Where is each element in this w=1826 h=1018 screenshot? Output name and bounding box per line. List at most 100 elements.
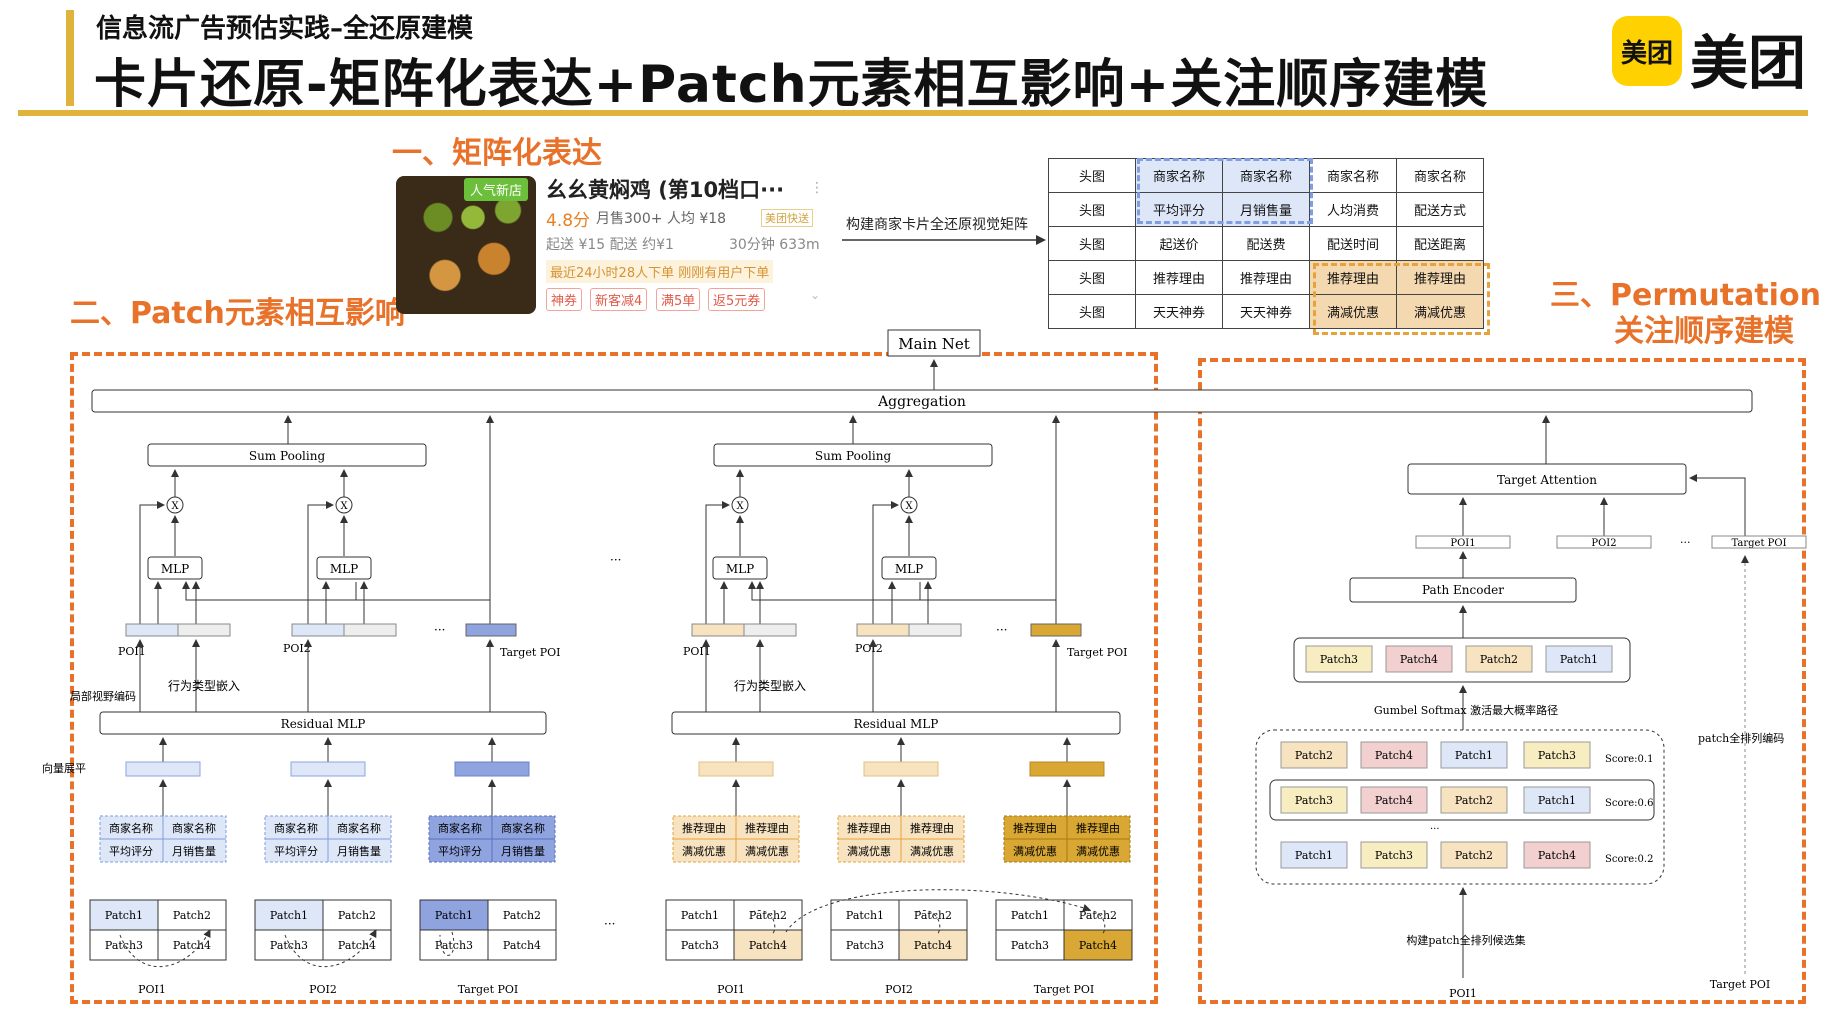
patch-cell: Patch4 bbox=[1538, 849, 1576, 862]
patch-cell: Patch2 bbox=[1079, 909, 1117, 922]
multiply-icon bbox=[335, 496, 353, 514]
patch-cell: Patch2 bbox=[503, 909, 541, 922]
mini-cell: 商家名称 bbox=[274, 821, 318, 835]
patch-cell: Patch1 bbox=[846, 909, 884, 922]
target-poi-label: Target POI bbox=[1034, 983, 1095, 996]
patch-cell: Patch2 bbox=[173, 909, 211, 922]
patch-cell: Patch2 bbox=[1455, 849, 1493, 862]
patch-cell: Patch1 bbox=[1011, 909, 1049, 922]
store-name: 幺幺黄焖鸡 (第10档口··· bbox=[546, 178, 785, 202]
group-tan: Sum Pooling X X MLP MLP ··· POI1 POI2 Ta… bbox=[671, 415, 1128, 816]
target-poi-label: Target POI bbox=[1710, 978, 1771, 991]
matrix-cell: 商家名称 bbox=[1222, 158, 1310, 193]
mini-cell: 平均评分 bbox=[274, 845, 318, 858]
mini-matrix-tan: 推荐理由 推荐理由 满减优惠 满减优惠 推荐理由 推荐理由 满减优惠 满减优惠 … bbox=[672, 815, 1131, 863]
patch-cell: Patch4 bbox=[914, 939, 952, 952]
patch-cell: Patch3 bbox=[1538, 749, 1576, 762]
poi1-label: POI1 bbox=[138, 983, 166, 996]
sum-pooling-label: Sum Pooling bbox=[249, 449, 326, 463]
patch-cell: Patch3 bbox=[105, 939, 143, 952]
main-net-label: Main Net bbox=[898, 335, 970, 353]
patch-cell: Patch1 bbox=[270, 909, 308, 922]
mini-cell: 推荐理由 bbox=[910, 821, 954, 835]
more-icon: ⋮ bbox=[810, 180, 824, 196]
mini-cell: 满减优惠 bbox=[682, 844, 726, 858]
mlp-box bbox=[316, 556, 372, 580]
order-promo: 最近24小时28人下单 刚刚有用户下单 bbox=[546, 260, 774, 283]
patch-cell: Patch2 bbox=[1480, 653, 1518, 666]
matrix-cell: 起送价 bbox=[1135, 226, 1223, 261]
mini-cell: 满减优惠 bbox=[1076, 844, 1120, 858]
build-set-label: 构建patch全排列候选集 bbox=[1406, 933, 1525, 947]
multiply-label: X bbox=[905, 501, 913, 512]
multiply-label: X bbox=[736, 501, 744, 512]
mlp-box bbox=[147, 556, 203, 580]
residual-mlp-label: Residual MLP bbox=[281, 717, 366, 731]
matrix-cell: 天天神券 bbox=[1135, 294, 1223, 329]
poi2-label: POI2 bbox=[309, 983, 337, 996]
patch-cell: Patch3 bbox=[846, 939, 884, 952]
visual-matrix: 头图 商家名称 商家名称 商家名称 商家名称 头图 平均评分 月销售量 人均消费… bbox=[1048, 158, 1484, 329]
main-net-box bbox=[887, 329, 981, 357]
matrix-highlight-blue bbox=[1137, 158, 1313, 224]
matrix-cell: 头图 bbox=[1048, 192, 1136, 227]
poi1-label: POI1 bbox=[1450, 538, 1475, 549]
mini-cell: 月销售量 bbox=[172, 844, 216, 858]
target-poi-label: Target POI bbox=[1067, 646, 1128, 659]
residual-mlp-box bbox=[99, 711, 547, 735]
mini-cell: 满减优惠 bbox=[1013, 844, 1057, 858]
vector-flatten-label: 向量展平 bbox=[42, 761, 86, 775]
patch-cell: Patch1 bbox=[1560, 653, 1598, 666]
patch-cell: Patch2 bbox=[1455, 794, 1493, 807]
behavior-embed-label: 行为类型嵌入 bbox=[168, 679, 240, 693]
mini-matrix-blue: 商家名称 商家名称 平均评分 月销售量 商家名称 商家名称 平均评分 月销售量 … bbox=[99, 815, 556, 863]
patch-cell: Patch4 bbox=[1079, 939, 1117, 952]
mini-cell: 满减优惠 bbox=[745, 844, 789, 858]
target-poi-label: Target POI bbox=[500, 646, 561, 659]
mini-cell: 月销售量 bbox=[337, 844, 381, 858]
patch-cell: Patch1 bbox=[1538, 794, 1576, 807]
mini-cell: 商家名称 bbox=[501, 821, 545, 835]
coupon-tag: 新客减4 bbox=[590, 288, 648, 311]
target-poi-label: Target POI bbox=[1731, 538, 1786, 549]
matrix-highlight-tan bbox=[1313, 263, 1490, 335]
target-attention-box bbox=[1407, 463, 1687, 495]
delivery-tag: 美团快送 bbox=[761, 209, 813, 227]
section-one-title: 一、矩阵化表达 bbox=[392, 136, 602, 171]
multiply-icon bbox=[900, 496, 918, 514]
ellipsis: ··· bbox=[610, 553, 621, 567]
sum-pooling-box bbox=[147, 443, 427, 467]
matrix-cell: 头图 bbox=[1048, 158, 1136, 193]
patch-cell: Patch4 bbox=[1375, 794, 1413, 807]
permutation-diagram: Target Attention POI1 POI2 ··· Target PO… bbox=[1255, 415, 1807, 1000]
mini-cell: 商家名称 bbox=[438, 821, 482, 835]
residual-mlp-box bbox=[671, 711, 1121, 735]
patch-cell: Patch4 bbox=[173, 939, 211, 952]
matrix-cell: 头图 bbox=[1048, 260, 1136, 295]
mini-cell: 商家名称 bbox=[109, 821, 153, 835]
store-rating: 4.8分 bbox=[546, 211, 591, 231]
perm-score: Score:0.1 bbox=[1605, 754, 1653, 765]
multiply-icon bbox=[731, 496, 749, 514]
perm-dots: ··· bbox=[1430, 824, 1440, 835]
mini-cell: 满减优惠 bbox=[910, 844, 954, 858]
store-sales: 月售300+ 人均 ¥18 bbox=[596, 211, 727, 227]
coupon-tag: 满5单 bbox=[656, 288, 701, 311]
matrix-cell: 天天神券 bbox=[1222, 294, 1310, 329]
page-subtitle: 信息流广告预估实践–全还原建模 bbox=[96, 14, 474, 44]
permutation-region bbox=[1198, 358, 1806, 1004]
mini-cell: 平均评分 bbox=[438, 845, 482, 858]
mini-cell: 平均评分 bbox=[109, 845, 153, 858]
section-three-title: 三、Permutation bbox=[1550, 278, 1821, 313]
poi1-label: POI1 bbox=[1449, 987, 1477, 1000]
patch-grids-tan: Patch1 Patch2 Patch3 Patch4 Patch1 Patch… bbox=[665, 889, 1133, 996]
multiply-label: X bbox=[171, 501, 179, 512]
patch-cell: Patch1 bbox=[105, 909, 143, 922]
matrix-cell: 头图 bbox=[1048, 294, 1136, 329]
matrix-cell: 商家名称 bbox=[1135, 158, 1223, 193]
mlp-label: MLP bbox=[726, 562, 754, 576]
arrow-right-icon bbox=[842, 235, 1046, 245]
matrix-cell: 推荐理由 bbox=[1135, 260, 1223, 295]
ellipsis: ··· bbox=[604, 917, 615, 931]
candidate-set-box bbox=[1255, 729, 1665, 885]
